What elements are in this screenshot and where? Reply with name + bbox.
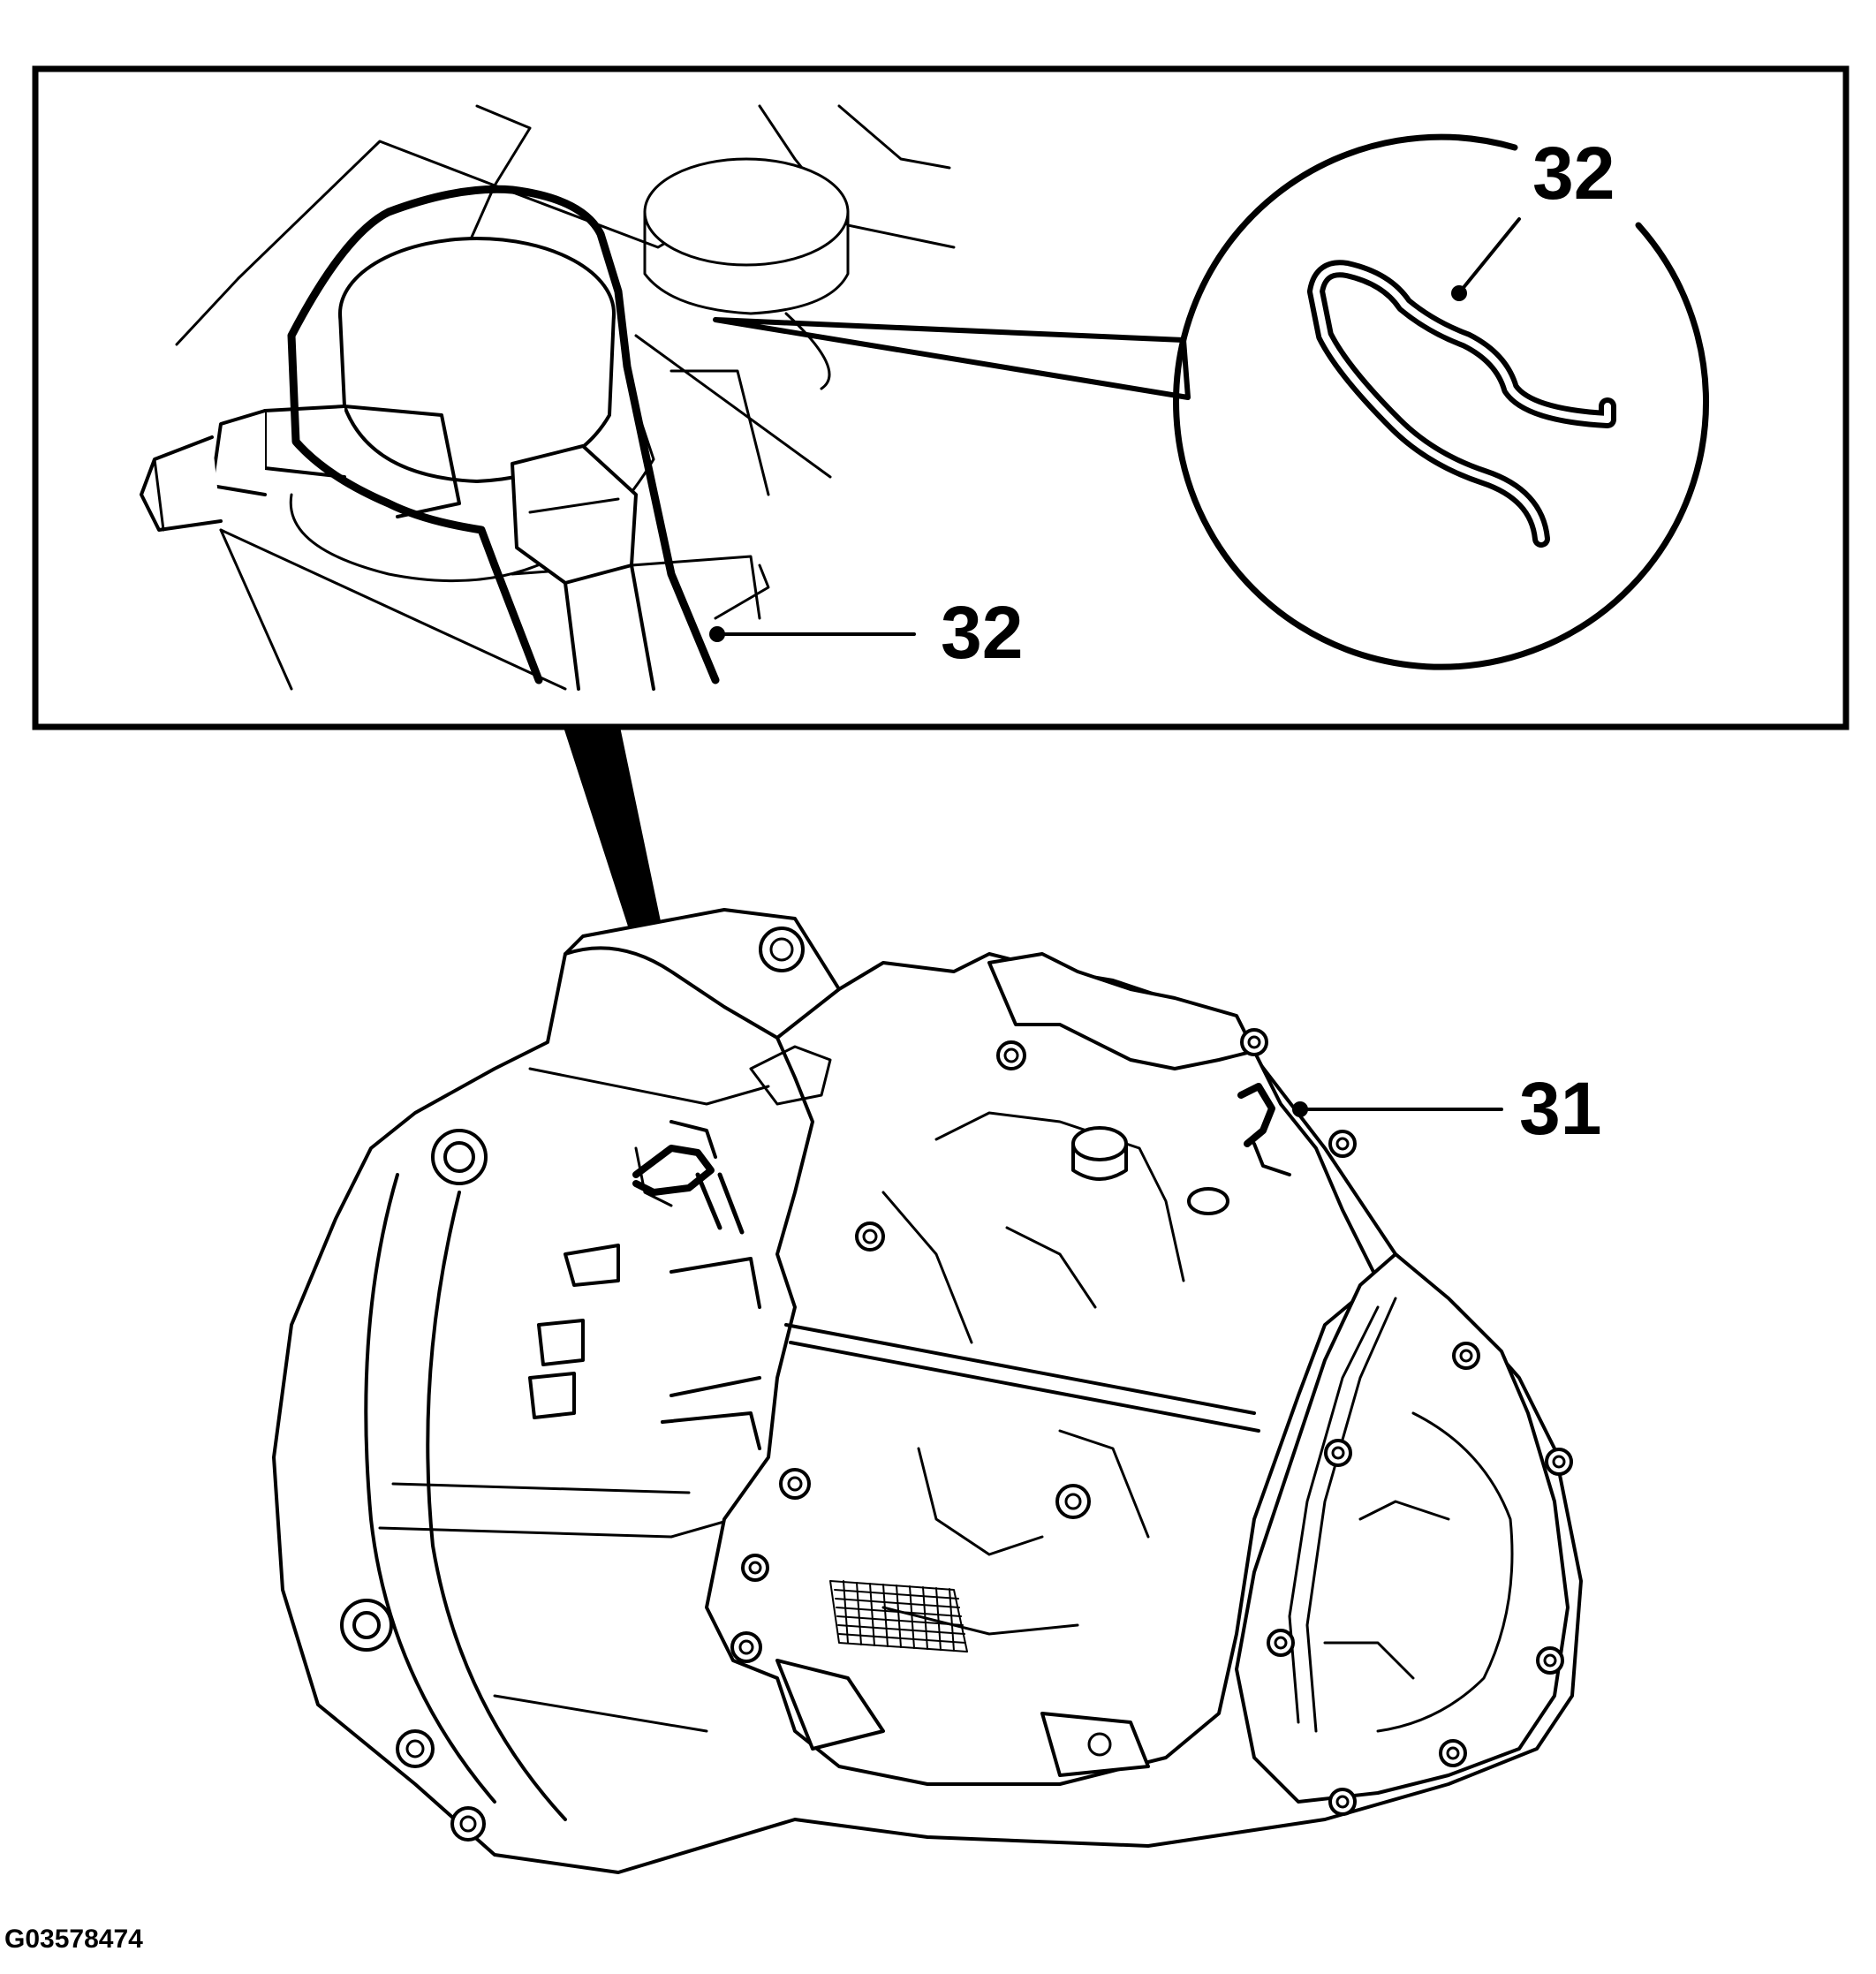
callout-32-zoom-leader [1451,217,1521,301]
callout-32-inset: 32 [941,591,1023,674]
inset-clip-installed [287,185,720,684]
figure-id: G03578474 [4,1925,143,1954]
inset-boss [643,157,850,390]
callout-31: 31 [1519,1067,1601,1150]
grid-pad [829,1580,968,1653]
callout-32-zoom: 32 [1532,132,1615,215]
part-31-fitting [1237,1083,1291,1176]
callout-32-inset-leader [709,563,916,642]
transaxle-assembly [272,908,1583,1874]
end-cover [1235,1252,1570,1804]
inset-actuator [140,237,655,691]
callout-31-leader [1292,1101,1503,1117]
detail-inset: 32 32 [32,65,1850,730]
zoom-leader [713,317,1191,400]
clip-zoomed [1307,260,1616,548]
clip-zoom-circle [1173,133,1710,670]
inset-frame [32,65,1850,730]
actuator-on-transaxle [632,1120,745,1235]
